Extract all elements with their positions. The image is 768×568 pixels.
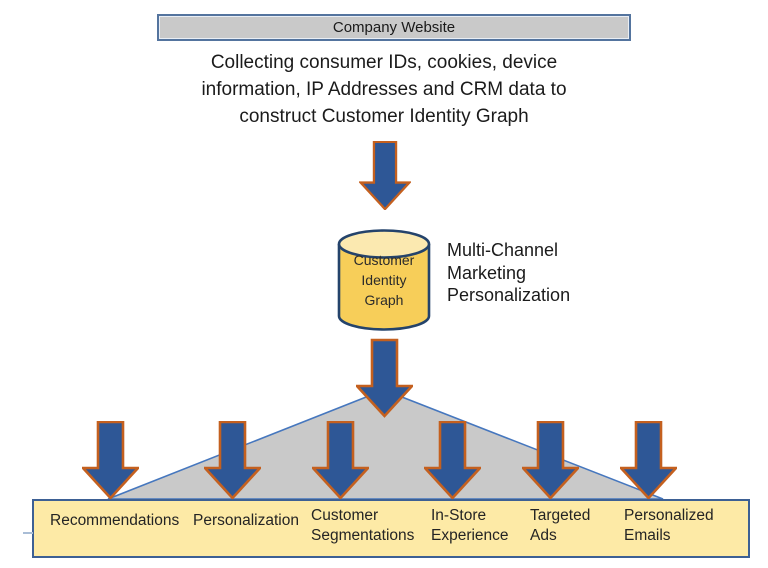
left-tick-mark — [23, 532, 33, 534]
channel-label-in-store-experience: In-Store Experience — [431, 507, 509, 544]
channel-label-personalization: Personalization — [193, 512, 299, 529]
description-line: construct Customer Identity Graph — [239, 106, 529, 127]
down-arrow-icon — [359, 141, 411, 210]
cylinder-label: Customer Identity Graph — [336, 250, 432, 310]
channel-arrow-icon — [82, 421, 139, 499]
side-note-line: Marketing — [447, 262, 527, 283]
channel-arrow-icon — [312, 421, 369, 499]
channel-arrow-icon — [204, 421, 261, 499]
description-line: information, IP Addresses and CRM data t… — [201, 79, 567, 100]
company-website-box: Company Website — [157, 14, 631, 41]
channels-panel — [32, 499, 750, 558]
database-cylinder-icon — [337, 229, 431, 331]
channel-label-personalized-emails: Personalized Emails — [624, 507, 714, 544]
channel-arrow-icon — [424, 421, 481, 499]
cylinder-label-line: Graph — [364, 292, 404, 308]
channel-label-customer-segmentations: Customer Segmentations — [311, 507, 415, 544]
down-arrow-icon — [356, 338, 413, 418]
company-website-label: Company Website — [332, 19, 456, 36]
channel-arrow-icon — [522, 421, 579, 499]
channel-arrow-icon — [620, 421, 677, 499]
cylinder-label-line: Identity — [361, 272, 407, 288]
cylinder-label-line: Customer — [353, 252, 415, 268]
side-note: Multi-Channel Marketing Personalization — [447, 239, 570, 307]
side-note-line: Multi-Channel — [447, 240, 559, 260]
description-line: Collecting consumer IDs, cookies, device — [210, 52, 558, 73]
channel-label-recommendations: Recommendations — [50, 512, 180, 529]
side-note-line: Personalization — [447, 285, 571, 305]
description-text: Collecting consumer IDs, cookies, device… — [0, 49, 768, 130]
channel-label-targeted-ads: Targeted Ads — [530, 507, 591, 544]
